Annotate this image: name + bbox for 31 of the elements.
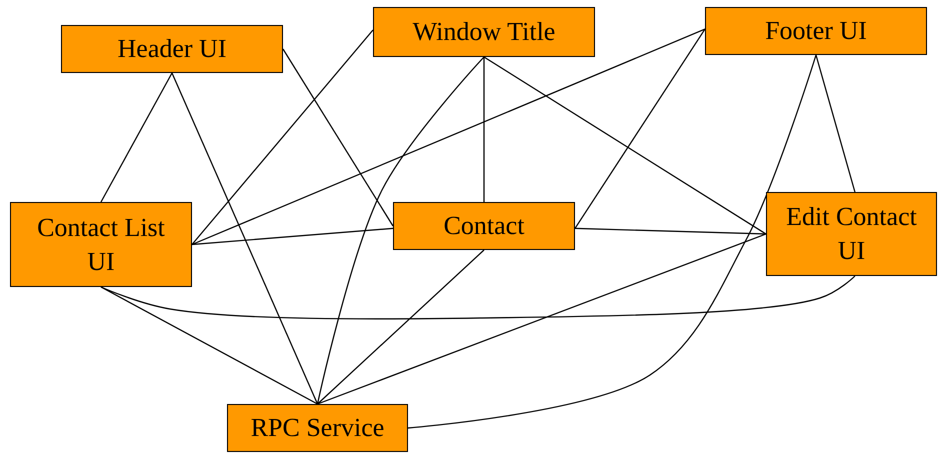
component-box [373, 7, 595, 57]
connector-line [574, 228, 766, 235]
connector-line [100, 276, 856, 320]
node-label: Header UI [118, 33, 226, 66]
node-label: Footer UI [765, 15, 867, 48]
connector-line [574, 28, 706, 229]
connector-line [408, 54, 817, 429]
connector-line [316, 56, 484, 404]
node-label: Contact [444, 210, 524, 242]
connector-line [317, 233, 766, 405]
component-box [10, 202, 192, 287]
connector-line [192, 228, 394, 246]
node-label: Edit Contact UI [785, 201, 918, 267]
connector-line [815, 54, 856, 192]
connector-line [192, 28, 706, 246]
component-box [227, 404, 408, 452]
component-box [61, 25, 283, 73]
node-label: Contact List UI [36, 212, 166, 278]
component-box [393, 202, 575, 250]
connector-line [317, 250, 484, 404]
connector-line [171, 72, 318, 404]
connector-line [282, 48, 394, 226]
connector-line [484, 56, 766, 234]
component-box [705, 7, 927, 55]
node-label: RPC Service [250, 412, 384, 444]
connector-line [192, 30, 374, 245]
connector-line [100, 286, 318, 405]
component-box [766, 192, 937, 276]
connector-line [100, 72, 173, 202]
connector-line [483, 57, 485, 202]
node-label: Window Title [412, 16, 556, 48]
